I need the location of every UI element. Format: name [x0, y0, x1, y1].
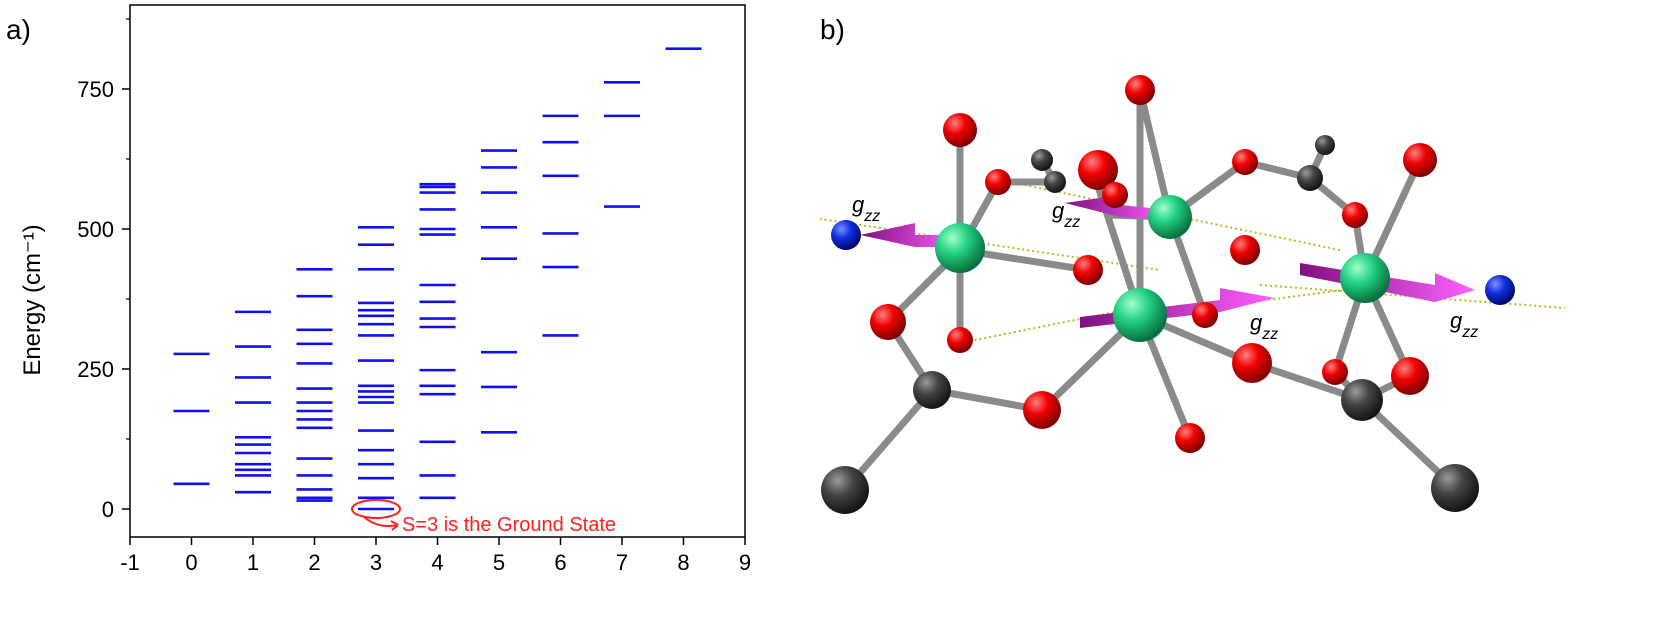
- y-tick-label: 500: [77, 217, 114, 242]
- atom-oxygen: [1175, 423, 1205, 453]
- x-tick-label: 5: [493, 550, 505, 575]
- atom-oxygen: [1232, 343, 1272, 383]
- atom-oxygen: [985, 169, 1011, 195]
- gzz-label-4: gzz: [1450, 308, 1478, 341]
- atom-oxygen: [1023, 391, 1061, 429]
- atoms: [821, 75, 1515, 514]
- atom-oxygen: [870, 304, 906, 340]
- plot-border: [129, 4, 746, 538]
- atom-oxygen: [1073, 255, 1103, 285]
- y-tick-label: 250: [77, 357, 114, 382]
- atom-carbon: [1031, 149, 1053, 171]
- molecular-structure: gzz gzz gzz gzz: [820, 75, 1566, 514]
- ground-state-ellipse: [351, 499, 401, 519]
- panel-label-a: a): [6, 14, 31, 45]
- x-tick-label: 6: [554, 550, 566, 575]
- x-tick-label: 0: [185, 550, 197, 575]
- atom-metal: [1340, 253, 1390, 303]
- energy-levels: [173, 47, 702, 511]
- atom-metal: [1113, 288, 1167, 342]
- x-tick-label: 2: [308, 550, 320, 575]
- atom-nitrogen: [831, 220, 861, 250]
- gzz-label-2: gzz: [1052, 198, 1080, 231]
- atom-oxygen: [943, 113, 977, 147]
- y-tick-label: 0: [102, 497, 114, 522]
- atom-oxygen: [1391, 357, 1429, 395]
- atom-oxygen: [1125, 75, 1155, 105]
- x-tick-label: 7: [616, 550, 628, 575]
- atom-carbon: [1297, 165, 1323, 191]
- x-tick-label: 3: [370, 550, 382, 575]
- atom-oxygen: [1342, 202, 1368, 228]
- atom-oxygen: [1192, 302, 1218, 328]
- x-tick-label: 1: [247, 550, 259, 575]
- atom-oxygen: [1322, 359, 1348, 385]
- gzz-labels: gzz gzz gzz gzz: [852, 192, 1478, 343]
- y-axis-label: Energy (cm⁻¹): [19, 224, 46, 375]
- gzz-arrow-1: [860, 223, 960, 247]
- plot-frame: [129, 4, 746, 538]
- atom-carbon: [821, 466, 869, 514]
- atom-oxygen: [1403, 143, 1437, 177]
- atom-oxygen: [947, 327, 973, 353]
- x-tick-label: 8: [677, 550, 689, 575]
- ground-state-arrow: [363, 516, 399, 531]
- gzz-arrow-3: [1080, 288, 1275, 328]
- atom-carbon: [1315, 135, 1335, 155]
- gzz-label-1: gzz: [852, 192, 880, 225]
- atom-metal: [1148, 195, 1192, 239]
- x-tick-label: -1: [120, 550, 140, 575]
- energy-level-chart: -1 0 1 2 3 4 5 6 7 8 9 0 250 500 750 Energy (cm⁻¹) S=3…: [19, 4, 751, 575]
- x-tick-label: 4: [431, 550, 443, 575]
- gzz-label-3: gzz: [1250, 310, 1278, 343]
- atom-oxygen: [1078, 150, 1118, 190]
- atom-metal: [935, 223, 985, 273]
- atom-carbon: [1044, 171, 1066, 193]
- ground-state-label: S=3 is the Ground State: [402, 514, 616, 536]
- x-tick-label: 9: [739, 550, 751, 575]
- ground-state-annotation: S=3 is the Ground State: [351, 499, 616, 536]
- atom-carbon: [1341, 379, 1383, 421]
- atom-carbon: [913, 371, 951, 409]
- atom-oxygen: [1230, 235, 1260, 265]
- atom-carbon: [1431, 464, 1479, 512]
- panel-label-b: b): [820, 14, 845, 45]
- atom-oxygen: [1232, 149, 1258, 175]
- axis-ticks: -1 0 1 2 3 4 5 6 7 8 9 0 250 500 750: [77, 18, 751, 575]
- y-tick-label: 750: [77, 77, 114, 102]
- atom-oxygen: [1102, 182, 1128, 208]
- atom-nitrogen: [1485, 275, 1515, 305]
